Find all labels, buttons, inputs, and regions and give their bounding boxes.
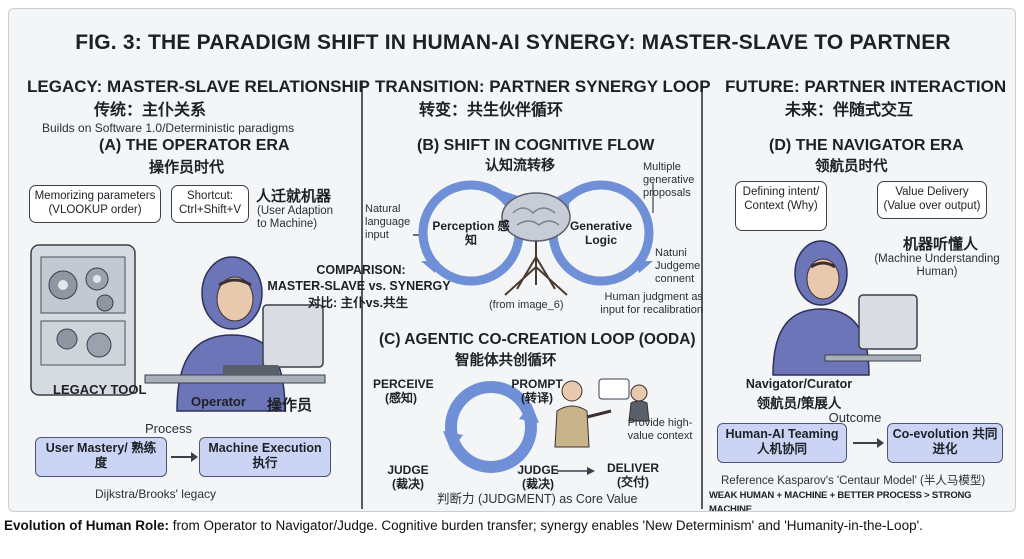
ooda-loop-title: (C) AGENTIC CO-CREATION LOOP (OODA) xyxy=(379,331,696,349)
process-label: Process xyxy=(145,421,192,436)
deliver-label: DELIVER (交付) xyxy=(605,461,661,489)
natural-language-input-label: Natural language input xyxy=(365,203,419,242)
figure-caption: Evolution of Human Role: from Operator t… xyxy=(4,518,923,533)
navigator-label: Navigator/Curator xyxy=(737,377,861,391)
navigator-illustration xyxy=(765,237,921,377)
kasparov-reference: Reference Kasparov's 'Centaur Model' (半人… xyxy=(721,472,985,488)
operator-label-zh: 操作员 xyxy=(267,394,312,415)
machine-execution-box: Machine Execution 执行 xyxy=(199,437,331,477)
legacy-subtitle: Builds on Software 1.0/Deterministic par… xyxy=(42,121,294,135)
divider-left xyxy=(361,81,363,509)
operator-era-title: (A) THE OPERATOR ERA xyxy=(99,137,290,155)
provide-context-label: Provide high-value context xyxy=(617,417,703,443)
perceive-label: PERCEIVE (感知) xyxy=(373,377,429,405)
human-judgment-label: Human judgment as input for recalibratio… xyxy=(597,291,703,317)
prompt-label: PROMPT (转译) xyxy=(509,377,565,405)
navigator-label-zh: 领航员/策展人 xyxy=(733,392,865,412)
user-mastery-box: User Mastery/ 熟练度 xyxy=(35,437,167,477)
judge-left-label: JUDGE (裁决) xyxy=(383,463,433,491)
cognitive-flow-title: (B) SHIFT IN COGNITIVE FLOW xyxy=(417,137,654,155)
bubble-value-delivery: Value Delivery (Value over output) xyxy=(877,181,987,219)
operator-label: Operator xyxy=(191,395,246,409)
natuni-judgeme-label: Natuni Judgeme connent xyxy=(655,247,705,286)
outcome-arrow-icon xyxy=(851,435,885,451)
legacy-machine-icon xyxy=(31,245,135,395)
centaur-formula: WEAK HUMAN + MACHINE + BETTER PROCESS > … xyxy=(709,489,1015,512)
bubble-shortcut: Shortcut: Ctrl+Shift+V xyxy=(171,185,249,223)
legacy-heading-zh: 传统：主仆关系 xyxy=(94,96,206,120)
figure-frame: FIG. 3: THE PARADIGM SHIFT IN HUMAN-AI S… xyxy=(8,8,1016,512)
co-evolution-box: Co-evolution 共同进化 xyxy=(887,423,1003,463)
receiving-person-icon xyxy=(629,385,649,421)
generative-logic-label: Generative Logic xyxy=(563,219,639,247)
process-arrow-icon xyxy=(169,449,199,465)
human-ai-teaming-box: Human-AI Teaming 人机协同 xyxy=(717,423,847,463)
ooda-loop-zh: 智能体共创循环 xyxy=(455,349,557,370)
navigator-monitor-icon xyxy=(859,295,917,349)
from-image-label: (from image_6) xyxy=(489,299,564,312)
navigator-era-title: (D) THE NAVIGATOR ERA xyxy=(769,137,964,155)
transition-heading: TRANSITION: PARTNER SYNERGY LOOP xyxy=(375,77,711,97)
legacy-monitor-icon xyxy=(263,305,323,367)
future-heading: FUTURE: PARTNER INTERACTION xyxy=(725,77,1006,97)
navigator-era-zh: 领航员时代 xyxy=(815,155,888,176)
legacy-tool-label: LEGACY TOOL xyxy=(53,383,146,397)
legacy-heading: LEGACY: MASTER-SLAVE RELATIONSHIP xyxy=(27,77,370,97)
caption-text: from Operator to Navigator/Judge. Cognit… xyxy=(169,518,923,533)
legacy-footnote: Dijkstra/Brooks' legacy xyxy=(95,487,216,501)
judgment-core-value: 判断力 (JUDGMENT) as Core Value xyxy=(437,488,638,507)
caption-bold: Evolution of Human Role: xyxy=(4,518,169,533)
cognitive-flow-zh: 认知流转移 xyxy=(485,155,555,175)
perception-label: Perception 感知 xyxy=(429,219,513,247)
bubble-memorizing-parameters: Memorizing parameters (VLOOKUP order) xyxy=(29,185,161,223)
figure-title: FIG. 3: THE PARADIGM SHIFT IN HUMAN-AI S… xyxy=(9,31,1016,55)
operator-era-zh: 操作员时代 xyxy=(149,156,224,177)
user-adapt-zh: 人迁就机器 xyxy=(256,185,331,206)
desk xyxy=(145,375,325,383)
judge-mid-label: JUDGE (裁决) xyxy=(513,463,563,491)
bubble-defining-intent: Defining intent/ Context (Why) xyxy=(735,181,827,231)
future-heading-zh: 未来：伴随式交互 xyxy=(785,96,913,120)
transition-heading-zh: 转变：共生伙伴循环 xyxy=(419,96,563,120)
user-adapt-en: (User Adaption to Machine) xyxy=(257,205,341,231)
speech-bubble-icon xyxy=(599,379,629,399)
keyboard-icon xyxy=(223,365,279,375)
